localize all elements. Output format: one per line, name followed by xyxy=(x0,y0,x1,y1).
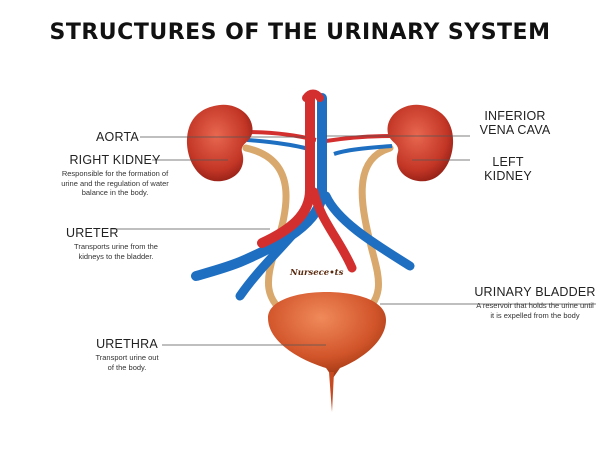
urethra xyxy=(329,372,334,412)
label-urethra-desc: Transport urine out of the body. xyxy=(95,353,159,372)
label-ivc-line1: INFERIOR xyxy=(484,109,546,123)
label-left-kidney-line1: LEFT xyxy=(492,155,524,169)
label-urinary-bladder: URINARY BLADDER A reservoir that holds t… xyxy=(474,285,596,320)
leader-lines xyxy=(112,135,596,346)
left-renal-artery xyxy=(325,134,393,143)
label-ureter-name: URETER xyxy=(66,226,119,240)
label-ureter-desc: Transports urine from the kidneys to the… xyxy=(74,242,158,261)
label-left-kidney-line2: KIDNEY xyxy=(484,169,532,183)
aorta-branch xyxy=(309,187,357,273)
label-urinary-bladder-name: URINARY BLADDER xyxy=(474,285,596,299)
label-ureter: URETER Transports urine from the kidneys… xyxy=(66,226,166,261)
label-aorta-name: AORTA xyxy=(96,130,139,144)
label-aorta: AORTA xyxy=(96,130,139,144)
label-right-kidney-desc: Responsible for the formation of urine a… xyxy=(61,169,169,197)
left-renal-vein xyxy=(333,144,393,156)
label-right-kidney: RIGHT KIDNEY Responsible for the formati… xyxy=(60,153,170,198)
label-urethra-name: URETHRA xyxy=(96,337,158,351)
label-left-kidney: LEFT KIDNEY xyxy=(478,155,538,183)
vena-cava-branch xyxy=(321,191,415,271)
left-kidney xyxy=(387,104,454,182)
right-kidney xyxy=(186,104,253,182)
label-ivc-line2: VENA CAVA xyxy=(479,123,551,137)
page-title: STRUCTURES OF THE URINARY SYSTEM xyxy=(49,20,551,45)
right-ureter xyxy=(352,144,394,322)
urinary-bladder xyxy=(268,292,386,378)
label-right-kidney-name: RIGHT KIDNEY xyxy=(69,153,161,167)
label-urethra: URETHRA Transport urine out of the body. xyxy=(92,337,162,372)
nursecepts-logo: Nursece•ts xyxy=(290,268,344,278)
vena-cava-branch-lower xyxy=(235,221,305,301)
aorta-top xyxy=(302,89,324,102)
label-urinary-bladder-desc: A reservoir that holds the urine until i… xyxy=(476,301,594,320)
label-inferior-vena-cava: INFERIOR VENA CAVA xyxy=(478,109,552,137)
